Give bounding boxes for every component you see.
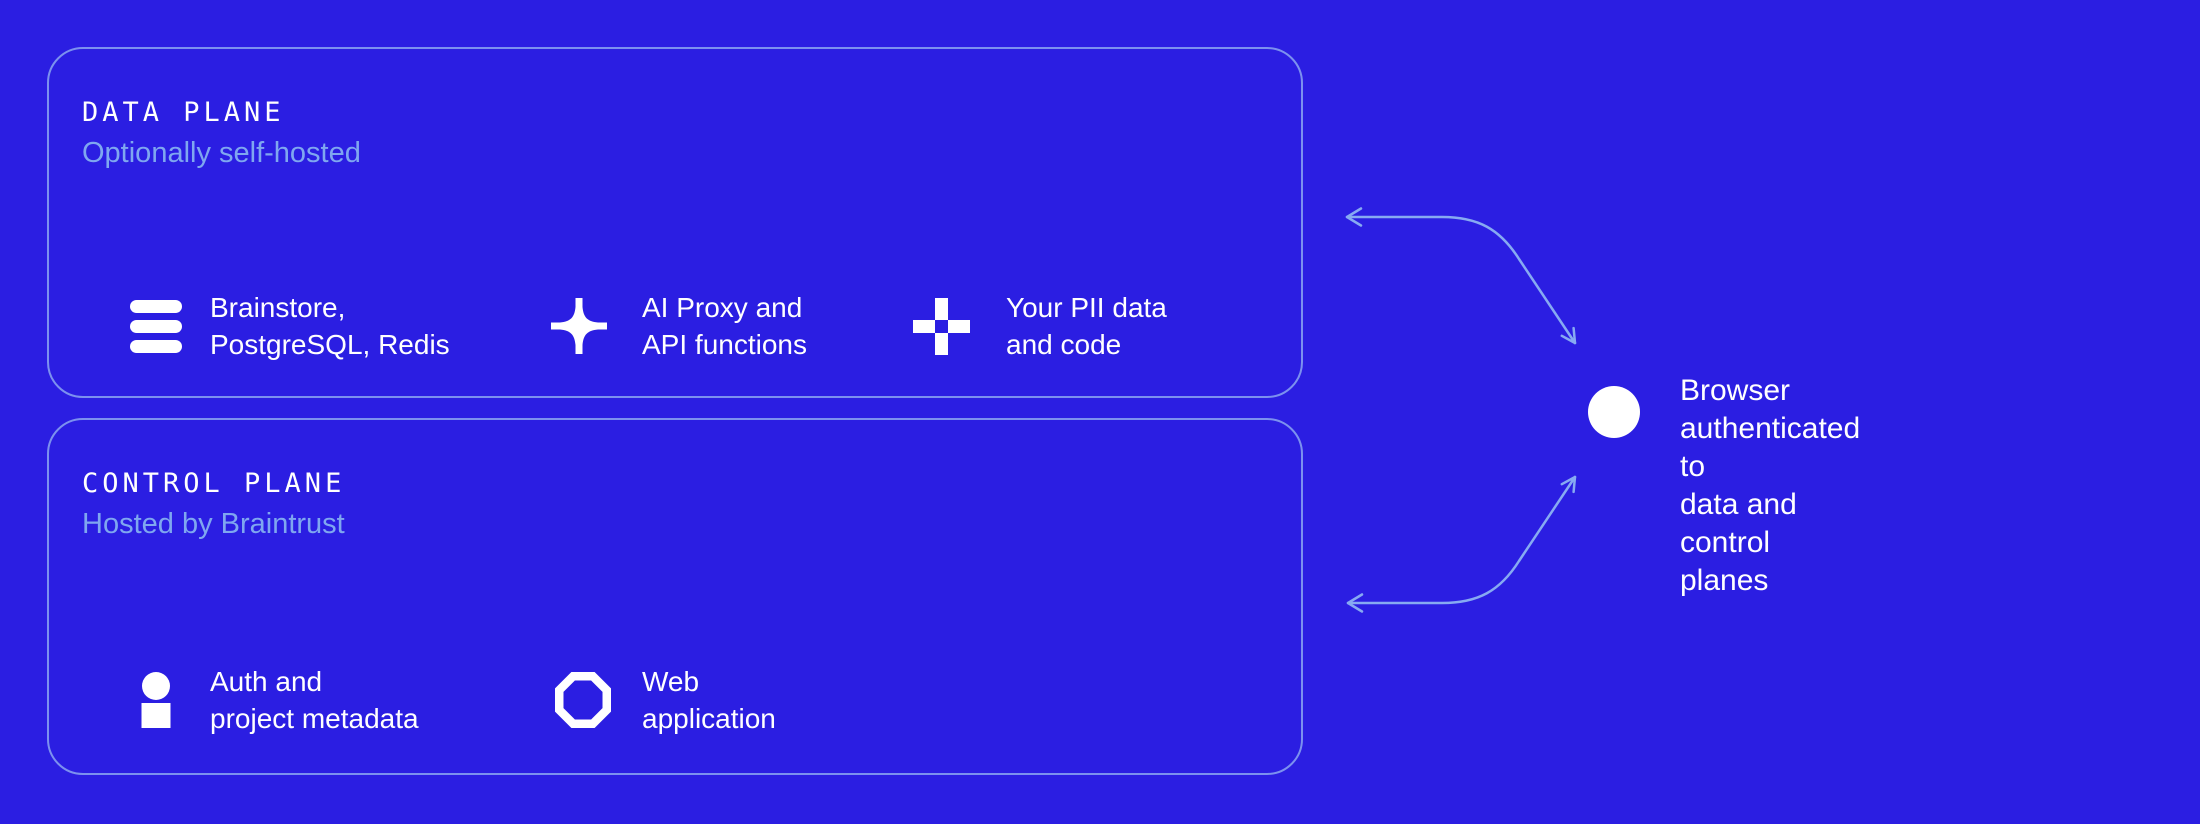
data-plane-item-storage: Brainstore, PostgreSQL, Redis <box>127 289 450 363</box>
browser-label: Browser authenticated to data and contro… <box>1680 374 1861 597</box>
data-plane-subtitle: Optionally self-hosted <box>82 137 361 169</box>
data-plane-item-pii: Your PII data and code <box>913 289 1167 363</box>
control-plane-title: CONTROL PLANE <box>82 468 346 499</box>
sparkle-icon <box>550 289 607 363</box>
control-plane-item-webapp: Web application <box>554 663 776 737</box>
control-plane-subtitle: Hosted by Braintrust <box>82 508 345 540</box>
arrowhead-toward-browser-top <box>1560 326 1577 345</box>
data-plane-item-proxy: AI Proxy and API functions <box>550 289 807 363</box>
data-plane-item-pii-label: Your PII data and code <box>1006 292 1167 360</box>
browser-dot-icon <box>1588 386 1640 438</box>
control-plane-item-auth: Auth and project metadata <box>127 663 419 737</box>
arrowhead-left-bottom <box>1346 593 1364 613</box>
data-plane-box: DATA PLANE Optionally self-hosted Brains… <box>47 47 1303 398</box>
control-plane-browser-arrow <box>1346 475 1577 613</box>
octagon-icon <box>554 663 611 737</box>
plus-icon <box>913 289 970 363</box>
data-plane-item-proxy-label: AI Proxy and API functions <box>642 292 807 360</box>
control-plane-item-webapp-label: Web application <box>642 666 776 734</box>
data-plane-title: DATA PLANE <box>82 97 285 128</box>
database-stack-icon <box>127 289 184 363</box>
data-plane-item-storage-label: Brainstore, PostgreSQL, Redis <box>210 292 450 360</box>
control-plane-box: CONTROL PLANE Hosted by Braintrust Auth … <box>47 418 1303 775</box>
data-plane-browser-arrow <box>1345 207 1577 345</box>
arrowhead-toward-browser-bottom <box>1560 475 1577 494</box>
person-icon <box>127 663 184 737</box>
arrowhead-left-top <box>1345 207 1363 227</box>
control-plane-item-auth-label: Auth and project metadata <box>210 666 419 734</box>
